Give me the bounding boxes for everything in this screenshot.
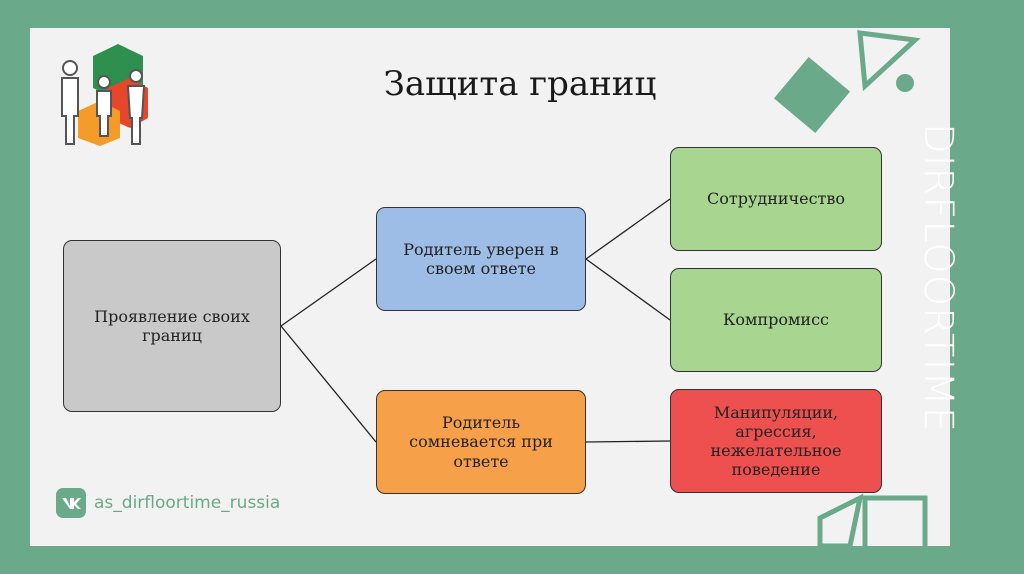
vk-icon — [56, 488, 86, 518]
node-cooperation: Сотрудничество — [670, 147, 882, 251]
vk-link[interactable]: as_dirfloortime_russia — [56, 488, 280, 518]
deco-dot — [896, 74, 914, 92]
node-root: Проявление своих границ — [63, 240, 281, 412]
vk-handle: as_dirfloortime_russia — [94, 493, 281, 513]
deco-triangle-outline — [857, 30, 921, 92]
edge-root-doubt — [280, 325, 377, 443]
node-parent-doubts: Родитель сомневается при ответе — [376, 390, 586, 494]
edge-root-confident — [280, 258, 377, 327]
slide: Защита границ Проявление своих границ Ро… — [30, 28, 950, 546]
vk-glyph — [62, 498, 81, 509]
brand-vertical-text: DIRFLOORTIME — [915, 122, 961, 434]
logo — [61, 44, 148, 146]
edge-confident-coop — [585, 198, 671, 260]
node-manipulation: Манипуляции, агрессия, нежелательное пов… — [670, 389, 882, 493]
deco-diamond — [773, 56, 851, 134]
deco-square-bottom — [862, 495, 928, 546]
node-compromise: Компромисс — [670, 268, 882, 372]
slide-title: Защита границ — [383, 64, 657, 104]
edge-doubt-manip — [585, 440, 671, 443]
deco-triangle-bottom — [817, 493, 864, 546]
decorative-shapes — [773, 30, 928, 546]
node-parent-confident: Родитель уверен в своем ответе — [376, 207, 586, 311]
logo-figures — [61, 60, 146, 145]
connector-lines — [280, 198, 671, 443]
edge-confident-comp — [585, 258, 671, 321]
